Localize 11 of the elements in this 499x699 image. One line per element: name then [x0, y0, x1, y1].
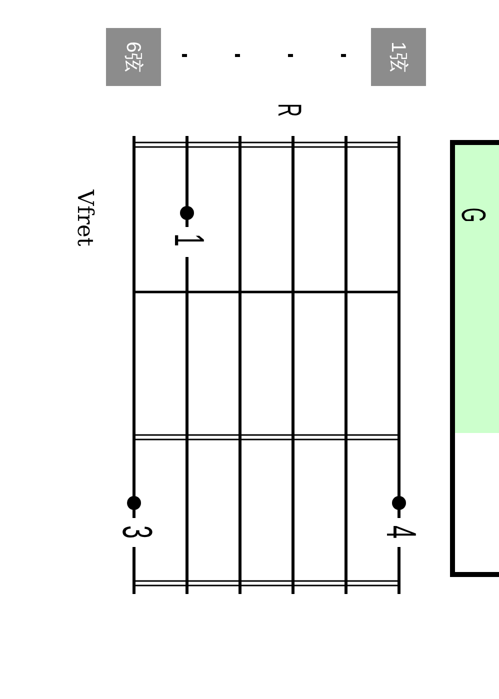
finger-number: 3 [121, 525, 153, 539]
chord-name: G [460, 208, 486, 222]
string-number-tag [106, 28, 161, 86]
chord-name-box [450, 140, 499, 577]
finger-number: 4 [385, 525, 417, 539]
fret-position-label: Ⅴfret [72, 190, 96, 246]
string-number-text: 1弦 [388, 41, 410, 73]
string-number-text: 6弦 [122, 41, 144, 73]
finger-number: 1 [173, 233, 205, 247]
root-label: R [278, 103, 302, 117]
string-number-tag [371, 28, 426, 86]
